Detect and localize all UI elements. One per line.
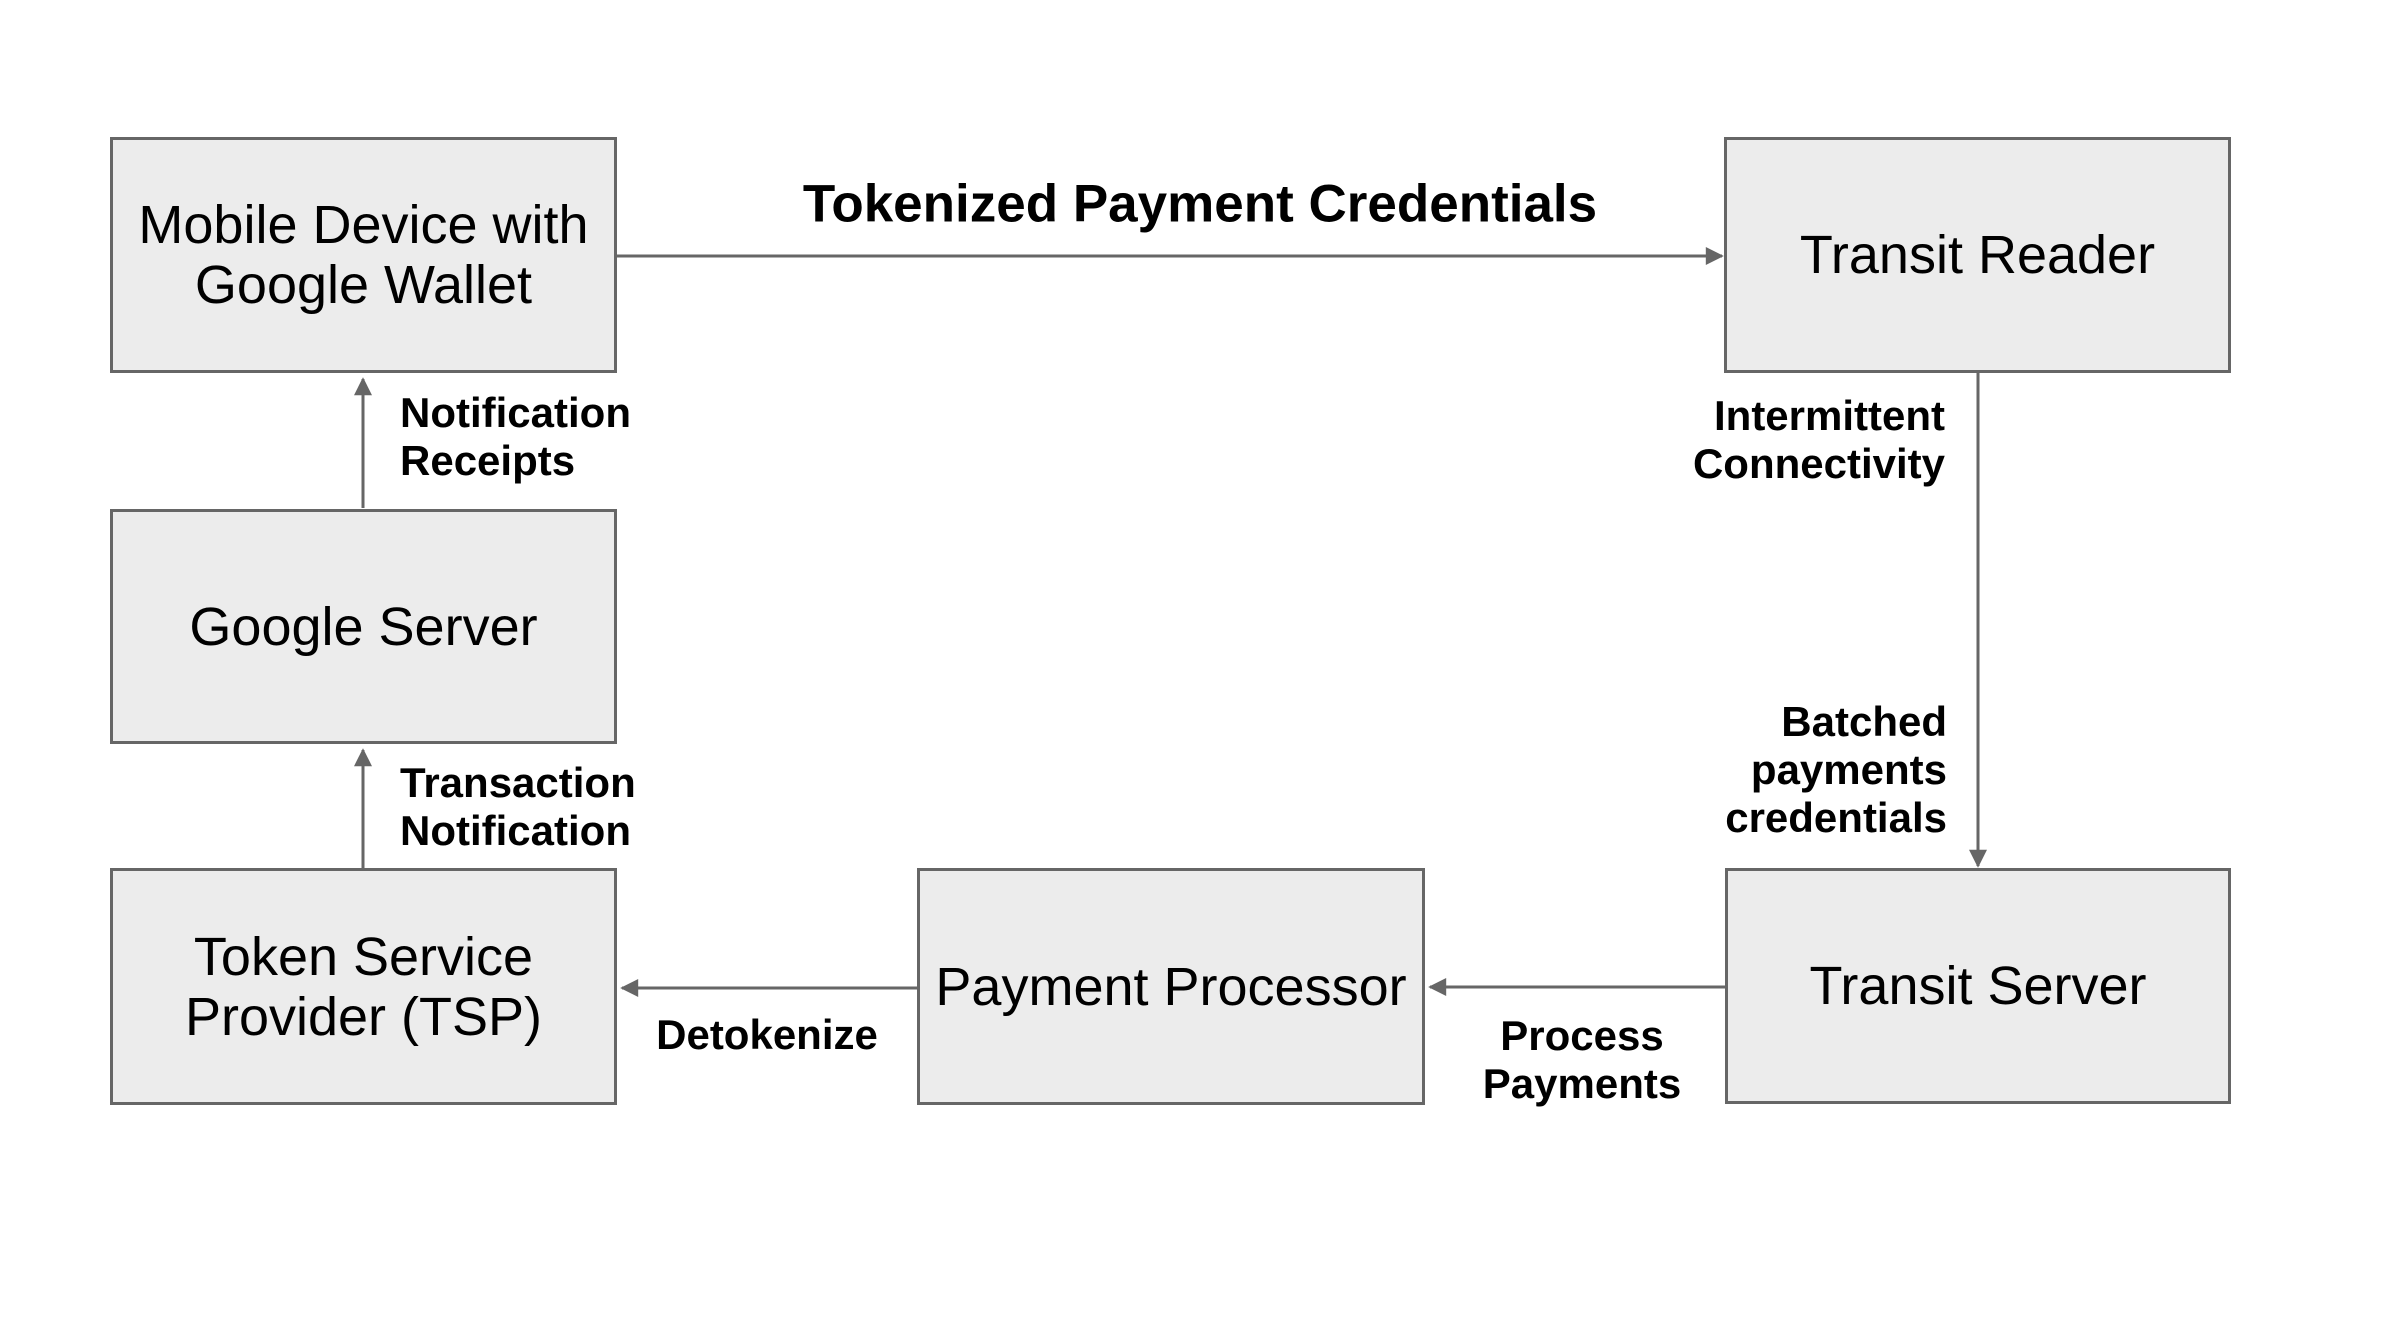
node-label-payment-processor: Payment Processor bbox=[935, 956, 1407, 1017]
label-tokenized-payment-credentials: Tokenized Payment Credentials bbox=[802, 174, 1598, 234]
node-transit-reader: Transit Reader bbox=[1724, 137, 2231, 373]
node-label-transit-reader: Transit Reader bbox=[1799, 225, 2156, 285]
node-google-server: Google Server bbox=[110, 509, 617, 744]
label-transaction-notification: Transaction Notification bbox=[400, 759, 636, 854]
label-process-payments: Process Payments bbox=[1482, 1012, 1682, 1107]
node-mobile-device-google-wallet: Mobile Device with Google Wallet bbox=[110, 137, 617, 373]
node-transit-server: Transit Server bbox=[1725, 868, 2231, 1104]
node-label-token-service-provider-tsp: Token Service Provider (TSP) bbox=[184, 926, 543, 1047]
label-intermittent-connectivity: Intermittent Connectivity bbox=[1692, 392, 1945, 487]
label-notification-receipts: Notification Receipts bbox=[400, 389, 631, 484]
node-label-mobile-device-google-wallet: Mobile Device with Google Wallet bbox=[138, 195, 589, 315]
node-label-google-server: Google Server bbox=[189, 596, 538, 657]
label-detokenize: Detokenize bbox=[656, 1011, 878, 1058]
node-token-service-provider-tsp: Token Service Provider (TSP) bbox=[110, 868, 617, 1105]
node-label-transit-server: Transit Server bbox=[1809, 956, 2147, 1016]
label-batched-payments-credentials: Batched payments credentials bbox=[1725, 698, 1947, 841]
node-payment-processor: Payment Processor bbox=[917, 868, 1425, 1105]
